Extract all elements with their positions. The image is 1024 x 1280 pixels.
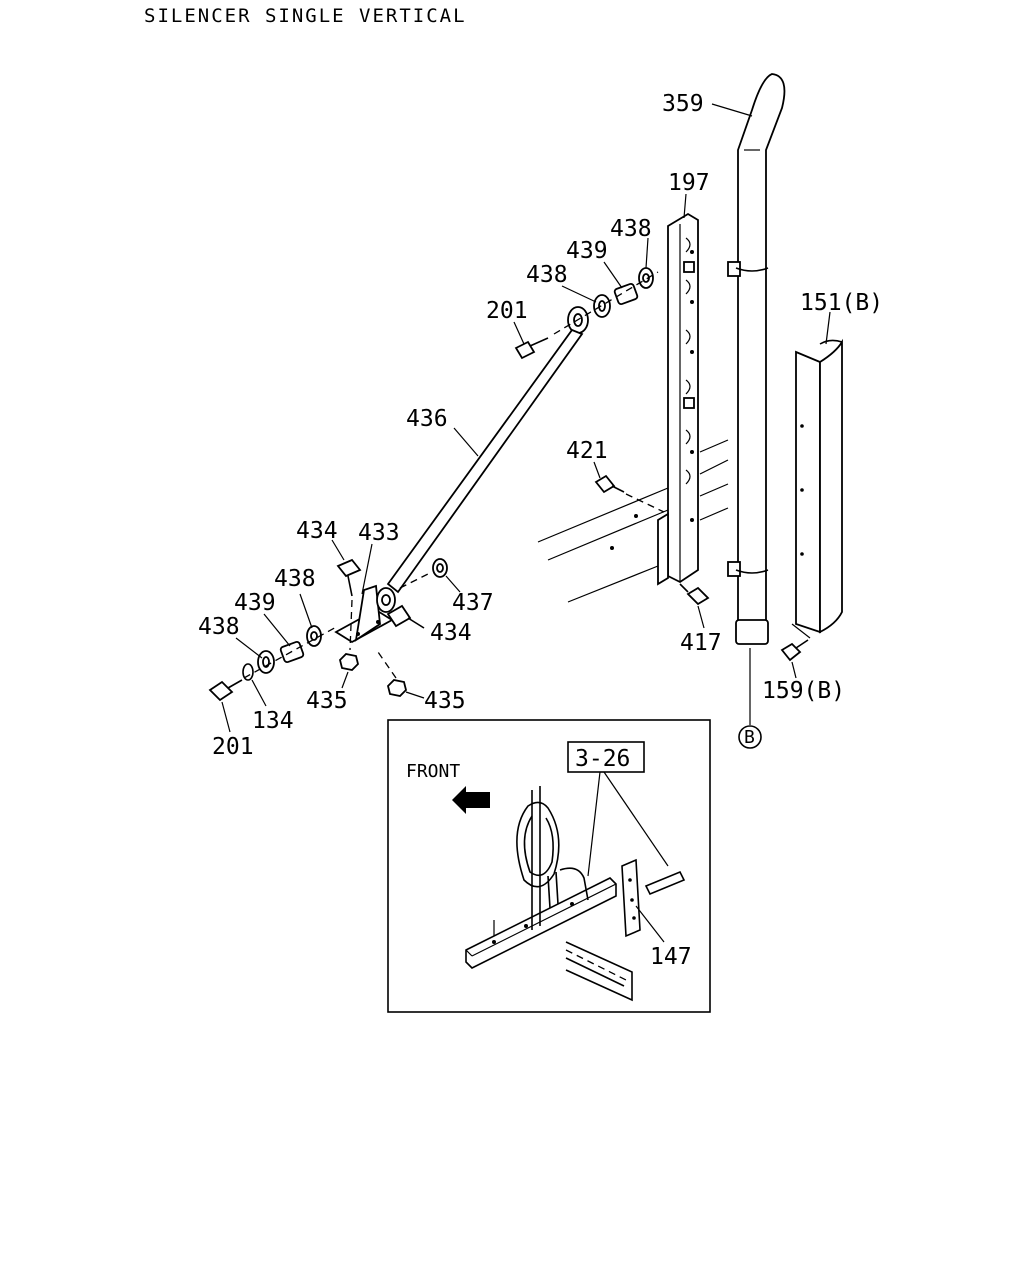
callout-438-a: 438 (610, 216, 652, 242)
lower-mount-bracket (334, 584, 396, 644)
callout-434-b: 434 (430, 620, 472, 646)
lower-mount-hardware (208, 625, 339, 702)
callout-leader (331, 539, 345, 561)
callout-421: 421 (566, 438, 608, 464)
callout-leader (221, 701, 231, 733)
callout-leader (561, 285, 597, 303)
bolt-417 (679, 583, 710, 606)
callout-417: 417 (680, 630, 722, 656)
callout-leader (263, 613, 291, 647)
callout-leader (593, 461, 601, 479)
exhaust-pipe (727, 73, 786, 645)
callout-leader (361, 543, 373, 595)
nut-435-left (339, 653, 359, 671)
callout-leader (683, 193, 687, 219)
callout-201-a: 201 (486, 298, 528, 324)
bolt-434-right (386, 604, 425, 629)
upper-mount-hardware (514, 267, 659, 360)
callout-439-b: 439 (234, 590, 276, 616)
callout-leader (299, 593, 313, 629)
callout-438-b: 438 (526, 262, 568, 288)
callout-147: 147 (650, 944, 692, 970)
detail-inset: FRONT 3-26 147 (387, 719, 711, 1013)
reference-box-label: 3-26 (575, 746, 630, 772)
bolt-159 (780, 639, 809, 662)
callout-leader (697, 605, 705, 629)
stay-rod (386, 328, 584, 594)
callout-359: 359 (662, 91, 704, 117)
callout-159b: 159(B) (762, 678, 845, 704)
callout-leader (251, 679, 267, 707)
front-label: FRONT (406, 761, 460, 782)
callout-leader (645, 237, 649, 269)
page-title: SILENCER SINGLE VERTICAL (144, 5, 467, 27)
callout-434-a: 434 (296, 518, 338, 544)
circled-letter-icon (738, 725, 762, 749)
reference-box (567, 741, 645, 773)
callout-151b: 151(B) (800, 290, 883, 316)
callout-leader (445, 575, 461, 593)
callout-433: 433 (358, 520, 400, 546)
callout-439-a: 439 (566, 238, 608, 264)
callout-436: 436 (406, 406, 448, 432)
arrow-left-filled-icon (452, 786, 490, 814)
callout-134: 134 (252, 708, 294, 734)
callout-leader (235, 637, 263, 659)
callout-201-b: 201 (212, 734, 254, 760)
callout-438-d: 438 (198, 614, 240, 640)
connector-marker: B (744, 727, 755, 748)
callout-435-b: 435 (424, 688, 466, 714)
callout-leader (453, 427, 479, 457)
callout-435-a: 435 (306, 688, 348, 714)
vertical-bracket (657, 212, 699, 586)
callout-leader (791, 661, 797, 679)
callout-leader (341, 671, 349, 689)
callout-leader (405, 691, 425, 699)
callout-437: 437 (452, 590, 494, 616)
nut-437 (399, 558, 448, 589)
callout-leader (603, 261, 623, 289)
callout-leader (513, 321, 525, 345)
callout-leader (825, 311, 831, 345)
bolt-434-upper (336, 558, 362, 651)
heat-shield-cover (791, 338, 843, 639)
bolt-421 (594, 474, 665, 513)
callout-438-c: 438 (274, 566, 316, 592)
callout-197: 197 (668, 170, 710, 196)
chassis-frame-lines (537, 439, 729, 603)
nut-435-right (377, 651, 407, 697)
callout-leader (711, 103, 753, 117)
